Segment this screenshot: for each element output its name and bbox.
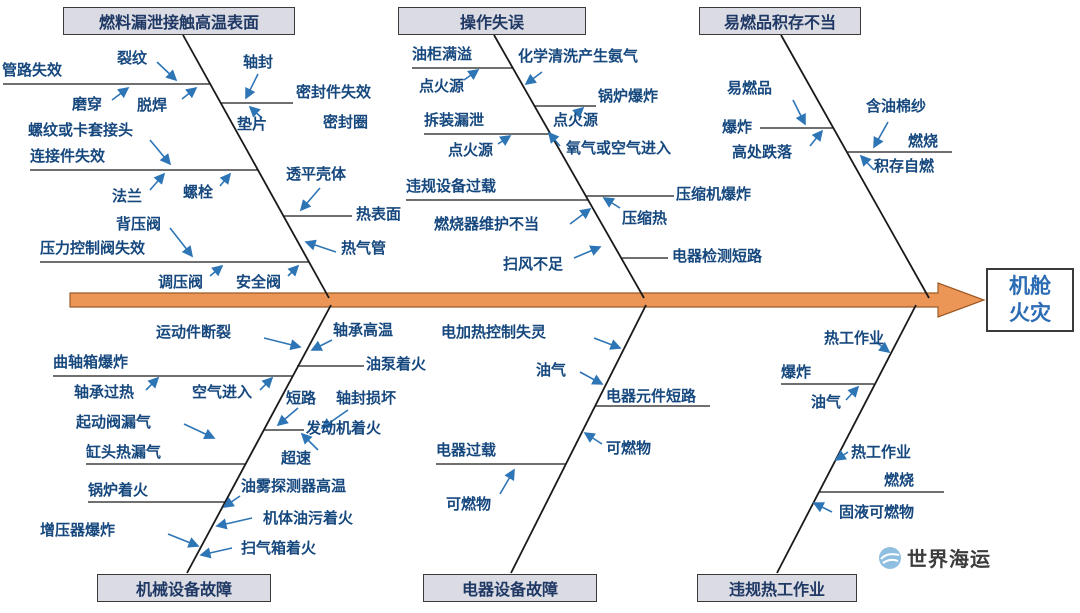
cause-label: 点火源 (419, 78, 465, 95)
cause-label: 固液可燃物 (839, 504, 915, 521)
cause-label: 高处跌落 (732, 144, 793, 161)
cause-label: 脱焊 (137, 97, 168, 114)
cause-label: 点火源 (448, 142, 494, 159)
cause-label: 锅炉着火 (88, 482, 149, 499)
cause-label: 燃烧 (908, 133, 939, 150)
cause-label: 电器元件短路 (606, 388, 697, 405)
cause-label: 热工作业 (824, 330, 885, 347)
cause-label: 裂纹 (117, 50, 148, 67)
cause-label: 螺纹或卡套接头 (28, 122, 134, 139)
cause-label: 缸头热漏气 (86, 444, 162, 461)
category-box-mechanical: 机械设备故障 (97, 574, 271, 602)
watermark: 世界海运 (878, 543, 991, 572)
cause-label: 可燃物 (446, 496, 492, 513)
cause-label: 轴封 (243, 54, 274, 71)
category-box-fuel-leak: 燃料漏泄接触高温表面 (63, 7, 295, 35)
category-box-hot-work: 违规热工作业 (697, 574, 857, 602)
cause-label: 爆炸 (722, 119, 753, 136)
cause-label: 轴封损坏 (336, 390, 397, 407)
cause-label: 法兰 (112, 188, 143, 205)
cause-label: 透平壳体 (286, 166, 347, 183)
cause-label: 磨穿 (72, 96, 103, 113)
globe-icon (878, 546, 902, 570)
cause-label: 易燃品 (727, 80, 773, 97)
cause-label: 发动机着火 (306, 420, 382, 437)
cause-label: 压力控制阀失效 (40, 240, 146, 257)
cause-label: 油雾探测器高温 (241, 478, 347, 495)
cause-label: 燃烧器维护不当 (434, 216, 540, 233)
cause-label: 扫气箱着火 (241, 540, 317, 557)
effect-line2: 火灾 (1009, 302, 1051, 325)
cause-label: 机体油污着火 (263, 510, 354, 527)
cause-label: 油气 (811, 394, 842, 411)
cause-label: 电器检测短路 (672, 248, 763, 265)
cause-label: 可燃物 (606, 440, 652, 457)
watermark-text: 世界海运 (907, 549, 991, 571)
cause-arrows (111, 61, 891, 559)
cause-label: 爆炸 (781, 364, 812, 381)
spine-arrow (69, 282, 986, 318)
cause-label: 曲轴箱爆炸 (53, 354, 129, 371)
cause-label: 轴承高温 (333, 322, 394, 339)
cause-label: 热气管 (341, 240, 387, 257)
cause-label: 密封圈 (323, 114, 369, 131)
cause-label: 违规设备过载 (406, 178, 497, 195)
cause-label: 拆装漏泄 (424, 112, 485, 129)
cause-label: 密封件失效 (296, 84, 372, 101)
cause-label: 化学清洗产生氨气 (518, 48, 639, 65)
cause-label: 管路失效 (2, 62, 63, 79)
category-box-electrical: 电器设备故障 (423, 574, 597, 602)
cause-label: 电加热控制失灵 (441, 324, 547, 341)
cause-label: 压缩热 (622, 210, 668, 227)
cause-label: 运动件断裂 (156, 324, 232, 341)
cause-label: 含油棉纱 (866, 98, 927, 115)
effect-line1: 机舱 (1009, 275, 1051, 298)
cause-label: 电器过载 (436, 442, 497, 459)
cause-label: 点火源 (553, 112, 599, 129)
cause-label: 锅炉爆炸 (598, 88, 659, 105)
cause-label: 油泵着火 (366, 356, 427, 373)
cause-label: 超速 (281, 450, 312, 467)
cause-label: 热表面 (356, 206, 402, 223)
cause-label: 轴承过热 (74, 384, 135, 401)
cause-label: 燃烧 (884, 472, 915, 489)
cause-label: 连接件失效 (30, 148, 106, 165)
cause-label: 螺栓 (183, 184, 214, 201)
cause-label: 短路 (286, 390, 317, 407)
subcause-lines (3, 67, 952, 503)
cause-label: 扫风不足 (503, 256, 564, 273)
cause-label: 油柜满溢 (412, 46, 473, 63)
cause-label: 氧气或空气进入 (566, 140, 672, 157)
category-box-operation: 操作失误 (398, 7, 586, 35)
cause-label: 起动阀漏气 (76, 414, 152, 431)
cause-label: 垫片 (237, 116, 268, 133)
cause-label: 背压阀 (116, 216, 162, 233)
cause-label: 调压阀 (158, 274, 204, 291)
cause-label: 空气进入 (192, 384, 253, 401)
cause-label: 增压器爆炸 (40, 522, 116, 539)
cause-label: 安全阀 (236, 274, 282, 291)
cause-label: 积存自燃 (874, 158, 935, 175)
category-box-flammables: 易燃品积存不当 (699, 7, 861, 35)
cause-label: 油气 (536, 362, 567, 379)
effect-box: 机舱 火灾 (986, 268, 1074, 332)
branch-lines (182, 34, 930, 574)
cause-label: 热工作业 (851, 444, 912, 461)
cause-label: 压缩机爆炸 (676, 186, 752, 203)
